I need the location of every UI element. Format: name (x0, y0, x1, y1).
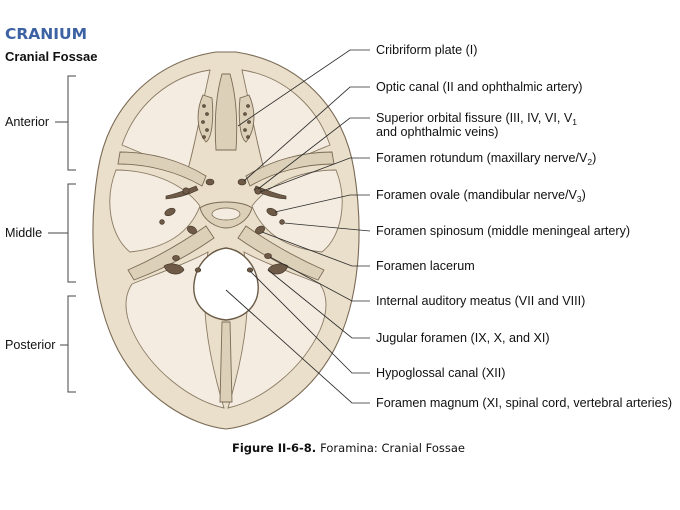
foramen-lacerum-left (187, 225, 197, 235)
jugular-foramen-left (163, 263, 185, 275)
region-middle: Middle (5, 226, 42, 240)
region-brackets: Anterior Middle Posterior (5, 75, 76, 393)
hypoglossal-canal-right (246, 267, 254, 273)
leader-jugular-foramen (267, 269, 370, 339)
leader-hypoglossal-canal (249, 270, 370, 374)
label-foramen-magnum: Foramen magnum (XI, spinal cord, vertebr… (376, 396, 672, 410)
region-anterior: Anterior (5, 115, 49, 129)
label-cribriform-plate: Cribriform plate (I) (376, 43, 477, 57)
bracket-anterior (67, 75, 76, 171)
figure-subtitle: Cranial Fossae (5, 49, 98, 64)
label-sup-orbital-fissure-line2: and ophthalmic veins) (376, 125, 499, 139)
leader-foramen-rotundum (259, 157, 370, 193)
label-sup-orbital-fissure-line1: Superior orbital fissure (III, IV, VI, V… (376, 111, 577, 127)
petrous-ridge-left (127, 225, 215, 281)
petrous-ridge-right (237, 225, 325, 281)
occipital-crest (219, 321, 233, 403)
label-optic-canal: Optic canal (II and ophthalmic artery) (376, 80, 583, 94)
foramen-rotundum-left (182, 187, 190, 195)
crista-galli (214, 73, 238, 151)
leader-cribriform-plate (237, 49, 370, 127)
label-foramen-spinosum: Foramen spinosum (middle meningeal arter… (376, 224, 630, 238)
foramen-ovale-left (164, 207, 176, 217)
label-hypoglossal-canal: Hypoglossal canal (XII) (376, 366, 506, 380)
foramen-spinosum-right (279, 219, 285, 225)
internal-auditory-meatus-right (264, 253, 272, 259)
label-foramen-lacerum: Foramen lacerum (376, 259, 475, 273)
lesser-wing-left (117, 151, 207, 187)
leader-internal-auditory-meatus (269, 256, 370, 302)
internal-auditory-meatus-left (172, 255, 180, 261)
caption-text: Foramina: Cranial Fossae (320, 441, 465, 455)
pituitary-fossa (211, 207, 241, 221)
bracket-middle (67, 183, 76, 283)
label-foramen-ovale: Foramen ovale (mandibular nerve/V3) (376, 188, 586, 204)
bracket-posterior (67, 295, 76, 393)
foramen-spinosum-left (159, 219, 165, 225)
leader-lines (225, 49, 371, 404)
leader-optic-canal (243, 86, 370, 182)
cribriform-plate (197, 94, 255, 143)
leader-foramen-ovale (274, 194, 370, 213)
foramen-labels: Cribriform plate (I) Optic canal (II and… (376, 43, 672, 410)
hypoglossal-canal-left (194, 267, 202, 273)
skull-base-illustration (92, 51, 360, 430)
label-foramen-rotundum: Foramen rotundum (maxillary nerve/V2) (376, 151, 596, 167)
leader-foramen-magnum (225, 289, 370, 404)
optic-canal-left (205, 178, 215, 186)
leader-sup-orbital-fissure (257, 117, 370, 190)
leader-foramen-lacerum (261, 231, 370, 267)
caption-figure-number: Figure II-6-8. (232, 441, 316, 455)
middle-fossa-left (109, 169, 201, 253)
label-internal-auditory-meatus: Internal auditory meatus (VII and VIII) (376, 294, 585, 308)
region-posterior: Posterior (5, 338, 55, 352)
foramen-rotundum-right (254, 187, 262, 195)
leader-foramen-spinosum (283, 222, 371, 232)
label-jugular-foramen: Jugular foramen (IX, X, and XI) (376, 331, 550, 345)
figure-caption: Figure II-6-8. Foramina: Cranial Fossae (232, 441, 465, 455)
foramen-ovale-right (266, 207, 278, 217)
section-heading: CRANIUM (5, 25, 87, 43)
